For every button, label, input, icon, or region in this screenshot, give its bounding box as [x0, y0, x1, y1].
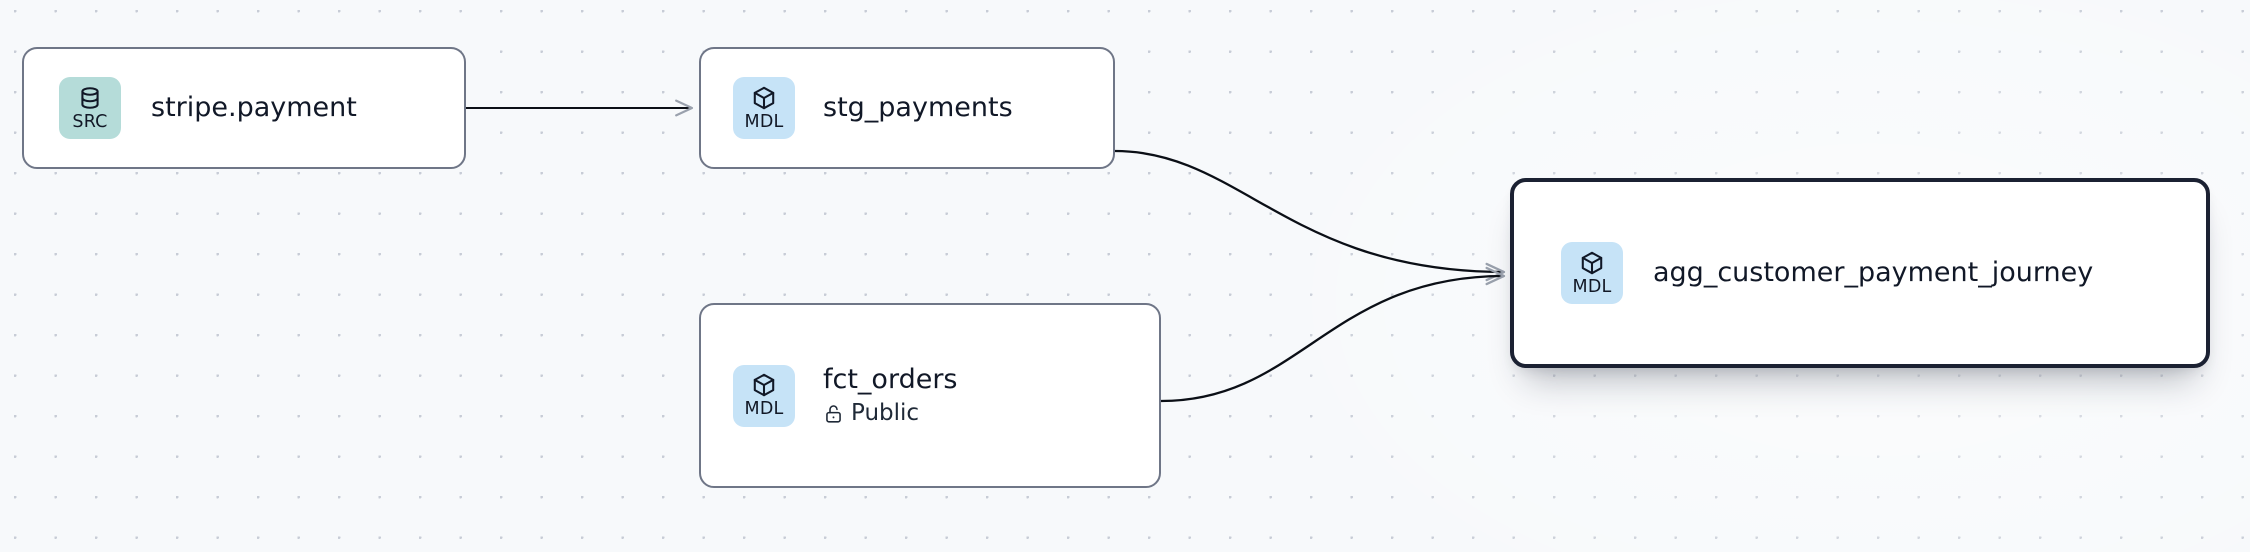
node-type-badge-src[interactable]: SRC [59, 77, 121, 139]
node-type-badge-mdl[interactable]: MDL [1561, 242, 1623, 304]
node-text-block: stg_payments [823, 92, 1013, 124]
node-type-badge-label: SRC [72, 111, 108, 132]
node-text-block: stripe.payment [151, 92, 357, 124]
node-type-badge-label: MDL [744, 399, 784, 420]
node-type-badge-mdl[interactable]: MDL [733, 364, 795, 427]
unlock-icon [823, 403, 844, 424]
cube-icon [751, 85, 777, 111]
database-icon [77, 85, 103, 111]
node-visibility-label: Public [851, 399, 920, 426]
node-type-badge-label: MDL [744, 111, 784, 132]
node-text-block: agg_customer_payment_journey [1653, 257, 2093, 289]
node-title: stripe.payment [151, 92, 357, 124]
lineage-node-agg-customer-payment-journey[interactable]: MDL agg_customer_payment_journey [1510, 178, 2210, 368]
node-visibility: Public [823, 400, 958, 428]
node-title: agg_customer_payment_journey [1653, 257, 2094, 289]
cube-icon [751, 372, 777, 398]
lineage-node-fct-orders[interactable]: MDL fct_orders Public [699, 303, 1161, 488]
node-type-badge-mdl[interactable]: MDL [733, 77, 795, 139]
node-text-block: fct_orders Public [823, 364, 958, 427]
node-title: fct_orders [823, 363, 958, 395]
node-type-badge-label: MDL [1572, 276, 1612, 297]
cube-icon [1579, 250, 1605, 276]
edge-stg-payments-to-agg [1114, 149, 1506, 282]
edge-fct-orders-to-agg [1160, 266, 1506, 403]
node-title: stg_payments [823, 92, 1013, 124]
lineage-node-stg-payments[interactable]: MDL stg_payments [699, 47, 1115, 169]
lineage-node-stripe-payment[interactable]: SRC stripe.payment [22, 47, 466, 169]
